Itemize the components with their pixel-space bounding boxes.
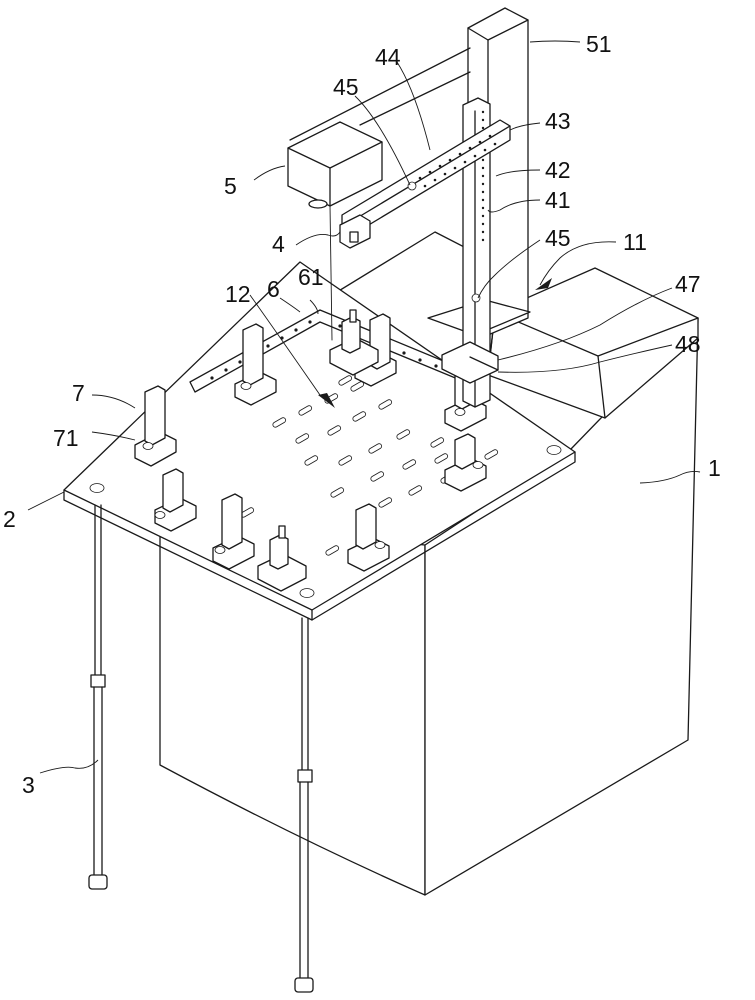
label-12: 12 <box>225 281 251 307</box>
label-41: 41 <box>545 187 571 213</box>
table-corner-nuts <box>89 445 562 598</box>
table-slots <box>240 369 499 556</box>
label-3: 3 <box>22 772 35 798</box>
label-6: 6 <box>267 276 280 302</box>
label-61: 61 <box>298 264 324 290</box>
camera-box <box>287 121 383 209</box>
leg-front <box>294 617 314 993</box>
label-45-top: 45 <box>333 74 359 100</box>
worktable <box>63 261 576 621</box>
label-2: 2 <box>3 506 16 532</box>
label-71: 71 <box>53 425 79 451</box>
label-44: 44 <box>375 44 401 70</box>
control-box <box>487 267 699 419</box>
cabinet-body <box>159 317 699 896</box>
clamp-block-far-right <box>444 433 487 492</box>
workpiece-holder-front <box>257 525 307 592</box>
sensor-head <box>329 204 371 341</box>
arrow-11 <box>535 278 552 290</box>
label-48: 48 <box>675 331 701 357</box>
label-51: 51 <box>586 31 612 57</box>
label-5: 5 <box>224 173 237 199</box>
label-45-lower: 45 <box>545 225 571 251</box>
label-7: 7 <box>72 380 85 406</box>
arrow-12 <box>318 393 335 408</box>
label-4: 4 <box>272 231 285 257</box>
reference-labels: 1 2 3 4 5 6 7 11 12 41 42 43 44 45 45 47… <box>3 31 721 798</box>
leg-left <box>88 504 108 890</box>
clamp-block-front-2 <box>212 493 255 570</box>
label-42: 42 <box>545 157 571 183</box>
clamp-block-front-3 <box>347 503 390 572</box>
workpiece-holder-rear <box>329 309 379 376</box>
label-43: 43 <box>545 108 571 134</box>
gantry-beam <box>289 47 471 141</box>
label-1: 1 <box>708 455 721 481</box>
clamp-block-rear-left <box>234 323 277 406</box>
clamp-block-front-1 <box>154 468 197 532</box>
column-base <box>441 341 499 384</box>
label-11: 11 <box>623 229 647 255</box>
leader-lines <box>27 40 701 774</box>
clamp-block-front-left <box>134 385 177 467</box>
label-47: 47 <box>675 271 701 297</box>
